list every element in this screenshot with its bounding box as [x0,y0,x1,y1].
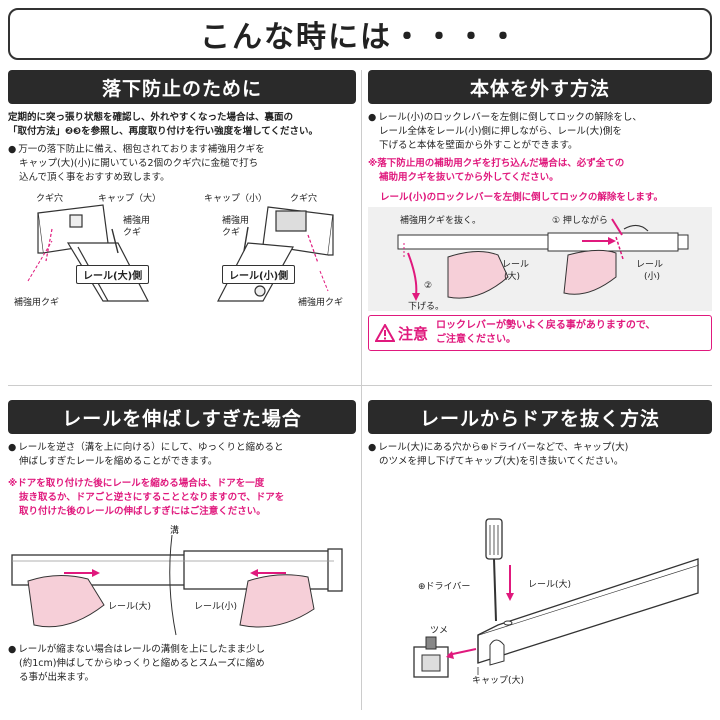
label-lower: 下げる。 [408,302,445,312]
label-step2: ② [424,281,433,291]
label-cap-small: キャップ（小） [204,194,268,204]
label-hokyo-kugi: 補強用 [123,216,151,226]
bullet-text-2: レールが縮まない場合はレールの溝側を上にしたまま少し (約1cm)伸ばしてからゆ… [8,643,356,685]
label-hokyo-kugi: クギ [222,228,241,238]
label-rail-small: レール(小) [194,602,238,612]
label-rail-large: レール(大) [528,580,572,590]
label-push: ① 押しながら [552,216,608,226]
page-title: こんな時には・・・・ [8,8,712,60]
section-remove-body: 本体を外す方法 レール(小)のロックレバーを左側に倒してロックの解除をし、 レー… [368,70,712,370]
caution-tag: 注意 [375,323,428,344]
vertical-divider [361,70,362,710]
label-groove: 溝 [170,526,180,536]
label-cap-large: キャップ（大） [98,194,162,204]
label-hokyo-kugi: 補強用 [222,216,250,226]
rail-shrink-figure: 溝 レール(大) レール(小) [8,525,356,637]
label-rail-large: レール [502,260,530,270]
warning-triangle-icon [375,324,395,342]
bullet-text: レール(大)にある穴から⊕ドライバーなどで、キャップ(大) のツメを押し下げてキ… [368,441,712,469]
label-hokyo-kugi-bottom: 補強用クギ [14,298,60,308]
remove-door-figure: ⊕ドライバー レール(大) ツメ キャップ(大) [368,475,712,695]
section-header: 本体を外す方法 [368,70,712,104]
section-remove-door: レールからドアを抜く方法 レール(大)にある穴から⊕ドライバーなどで、キャップ(… [368,400,712,716]
section-fall-prevention: 落下防止のために 定期的に突っ張り状態を確認し、外れやすくなった場合は、裏面の … [8,70,356,370]
label-screwdriver: ⊕ドライバー [418,582,471,592]
label-pull-nail: 補強用クギを抜く。 [400,216,482,226]
lock-lever-instruction: レール(小)のロックレバーを左側に倒してロックの解除をします。 [380,192,663,203]
remove-door-illustration [413,518,699,678]
horizontal-divider [8,385,712,386]
section-overextended: レールを伸ばしすぎた場合 レールを逆さ（溝を上に向ける）にして、ゆっくりと縮める… [8,400,356,716]
label-hokyo-kugi: クギ [123,228,142,238]
bullet-text: レールを逆さ（溝を上に向ける）にして、ゆっくりと縮めると 伸ばしすぎたレールを縮… [8,441,356,469]
warning-text: ※落下防止用の補助用クギを打ち込んだ場合は、必ず全ての 補助用クギを抜いてから外… [368,158,625,183]
section-header: レールを伸ばしすぎた場合 [8,400,356,434]
remove-body-figure: 補強用クギを抜く。 ① 押しながら レール (大) ② 下げる。 レール (小) [368,207,712,312]
cap-nail-illustration [27,204,334,302]
section-header: レールからドアを抜く方法 [368,400,712,434]
label-rail-small: レール [636,260,664,270]
label-hokyo-kugi-bottom: 補強用クギ [298,298,344,308]
section-header: 落下防止のために [8,70,356,104]
bullet-text: レール(小)のロックレバーを左側に倒してロックの解除をし、 レール全体をレール(… [368,111,712,153]
label-kugi-ana: クギ穴 [290,194,318,204]
label-kugi-ana: クギ穴 [36,194,64,204]
warning-text: ※ドアを取り付けた後にレールを縮める場合は、ドアを一度 抜き取るか、ドアごと逆さ… [8,478,285,517]
label-rail-small: (小) [644,272,661,282]
intro-text: 定期的に突っ張り状態を確認し、外れやすくなった場合は、裏面の 「取付方法」❷❸を… [8,112,319,137]
remove-body-illustration [397,218,689,301]
label-rail-large-side: レール(大)側 [76,265,150,284]
cap-nail-figure: クギ穴 キャップ（大） 補強用 クギ レール(大)側 補強用クギ キャップ（小）… [8,191,356,311]
label-tsume: ツメ [430,626,449,636]
label-rail-small-side: レール(小)側 [222,265,296,284]
rail-shrink-illustration [11,534,343,636]
caution-text: ロックレバーが勢いよく戻る事がありますので、 ご注意ください。 [436,320,656,345]
label-cap-large: キャップ(大) [472,676,525,686]
label-rail-large: レール(大) [108,602,152,612]
label-rail-large: (大) [504,272,521,282]
caution-box: 注意 ロックレバーが勢いよく戻る事がありますので、 ご注意ください。 [368,315,712,351]
bullet-text: 万一の落下防止に備え、梱包されております補強用クギを キャップ(大)(小)に開い… [8,143,356,185]
